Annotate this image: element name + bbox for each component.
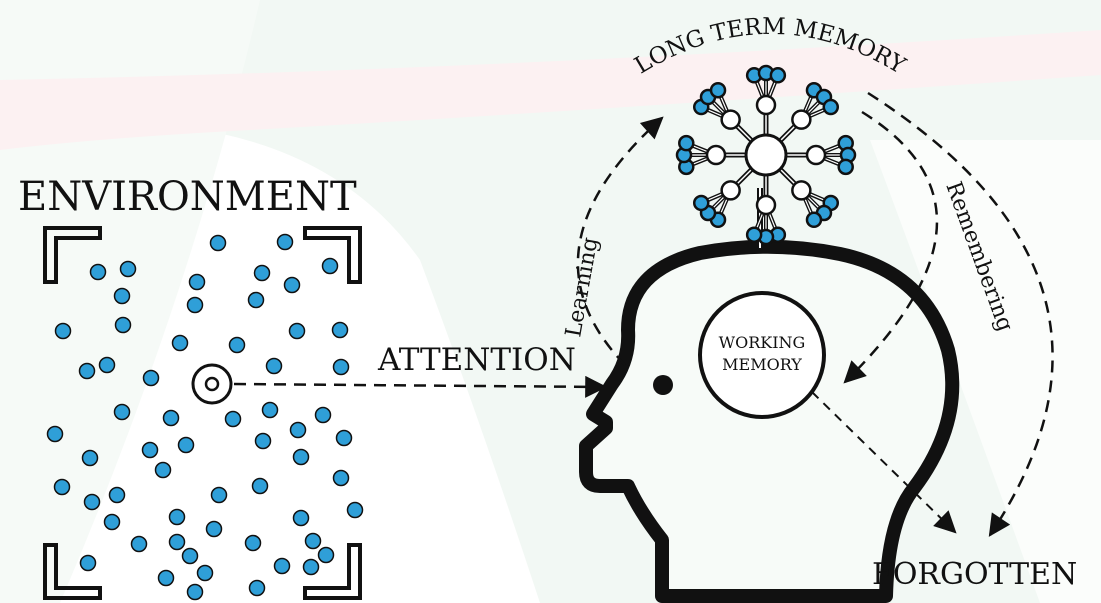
environment-dot (224, 410, 242, 428)
environment-label: ENVIRONMENT (18, 174, 357, 220)
environment-dot (103, 513, 121, 531)
environment-dot (276, 233, 294, 251)
environment-dot (141, 441, 159, 459)
eye-icon (653, 375, 673, 395)
environment-dot (89, 263, 107, 281)
network-leaf-node (709, 81, 727, 99)
environment-dot (335, 429, 353, 447)
network-leaf-node (837, 158, 854, 176)
environment-dot (113, 287, 131, 305)
environment-dot (78, 362, 96, 380)
forgotten-label: FORGOTTEN (872, 557, 1077, 592)
environment-dot (332, 358, 350, 376)
environment-dot (168, 508, 186, 526)
environment-dot (113, 403, 131, 421)
environment-dot (304, 532, 322, 550)
network-leaf-node (692, 194, 710, 212)
environment-dot (332, 469, 350, 487)
network-hub-node (720, 180, 741, 201)
environment-dot (253, 264, 271, 282)
environment-dot (244, 534, 262, 552)
environment-dot (209, 234, 227, 252)
environment-dot (321, 257, 339, 275)
network-hub-node (720, 109, 741, 130)
environment-dot (181, 547, 199, 565)
environment-dot (177, 436, 195, 454)
remembering-arrow (843, 110, 939, 384)
environment-dot (292, 509, 310, 527)
frame-corner-top-right (303, 226, 362, 284)
environment-dot (331, 321, 349, 339)
environment-dot (228, 336, 246, 354)
environment-dot (142, 369, 160, 387)
environment-dot (154, 461, 172, 479)
environment-dot (162, 409, 180, 427)
long-term-memory-network-icon (675, 64, 857, 248)
wm-forgotten-arrow (811, 391, 957, 534)
environment-dot (130, 535, 148, 553)
environment-dot (98, 356, 116, 374)
head-silhouette (579, 239, 960, 603)
network-leaf-node (805, 211, 823, 229)
frame-corner-top-left (43, 226, 102, 284)
environment-dot (79, 554, 97, 572)
environment-dot (254, 432, 272, 450)
environment-dot (205, 520, 223, 538)
environment-dot (54, 322, 72, 340)
attention-label: ATTENTION (377, 342, 576, 378)
ltm-forgotten-arrow (867, 91, 1054, 537)
frame-corner-bottom-right (303, 543, 362, 600)
environment-dot (157, 569, 175, 587)
network-hub-node (805, 144, 827, 166)
environment-dot (210, 486, 228, 504)
environment-dot (302, 558, 320, 576)
attention-arrow (233, 375, 608, 398)
network-leaf-node (822, 98, 840, 116)
environment-dot (196, 564, 214, 582)
environment-dot (317, 546, 335, 564)
environment-dot (108, 486, 126, 504)
network-hub-node (705, 144, 727, 166)
environment-dot (83, 493, 101, 511)
environment-dot (186, 583, 204, 601)
environment-dot (346, 501, 364, 519)
environment-dot (289, 421, 307, 439)
environment-dot (171, 334, 189, 352)
network-hub-node (755, 194, 777, 216)
environment-dot (188, 273, 206, 291)
environment-dots (46, 233, 364, 601)
network-leaf-node (678, 134, 695, 152)
environment-dot (283, 276, 301, 294)
attended-stimulus-icon (191, 363, 233, 405)
network-leaf-node (769, 67, 787, 84)
environment-dot (168, 533, 186, 551)
environment-dot (46, 425, 64, 443)
network-hub-node (791, 109, 812, 130)
environment-dot (292, 448, 310, 466)
environment-dot (251, 477, 269, 495)
working-memory-circle (698, 291, 826, 419)
environment-dot (273, 557, 291, 575)
environment-dot (114, 316, 132, 334)
network-hub-node (791, 180, 812, 201)
network-leaf-node (745, 226, 763, 243)
environment-dot (314, 406, 332, 424)
frame-corner-bottom-left (43, 543, 102, 600)
environment-dot (186, 296, 204, 314)
environment-dot (288, 322, 306, 340)
environment-dot (247, 291, 265, 309)
environment-frame (43, 226, 362, 600)
environment-dot (81, 449, 99, 467)
environment-dot (265, 357, 283, 375)
network-hub-node (755, 94, 777, 116)
environment-dot (248, 579, 266, 597)
environment-dot (261, 401, 279, 419)
working-memory-label-line2: MEMORY (722, 355, 802, 374)
environment-dot (119, 260, 137, 278)
working-memory-label-line1: WORKING (719, 333, 806, 352)
environment-dot (53, 478, 71, 496)
